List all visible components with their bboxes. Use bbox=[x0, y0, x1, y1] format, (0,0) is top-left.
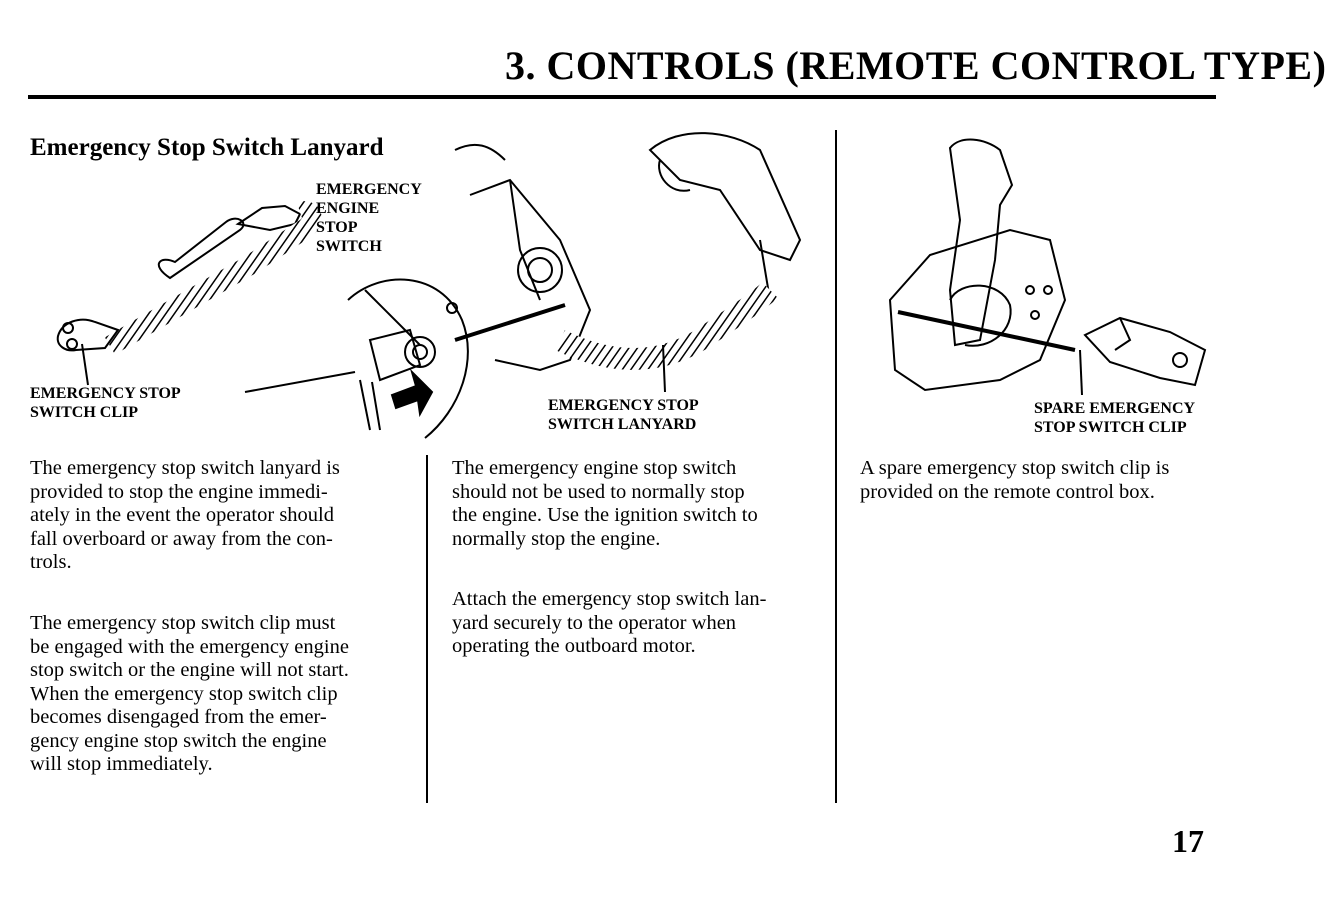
text-line: will stop immediately. bbox=[30, 753, 213, 775]
left-paragraph-1: The emergency stop switch lanyard is pro… bbox=[30, 457, 340, 575]
text-line: The emergency stop switch clip must bbox=[30, 612, 336, 634]
section-heading: Emergency Stop Switch Lanyard bbox=[30, 134, 384, 161]
text-line: the engine. Use the ignition switch to bbox=[452, 504, 758, 526]
text-line: fall overboard or away from the con- bbox=[30, 527, 333, 550]
callout-line: EMERGENCY STOP bbox=[548, 397, 699, 414]
text-line: operating the outboard motor. bbox=[452, 635, 696, 657]
engine-hand-illustration bbox=[446, 132, 802, 372]
text-line: The emergency engine stop switch bbox=[452, 457, 737, 479]
stop-switch-detail-illustration bbox=[347, 278, 469, 439]
callout-line: EMERGENCY bbox=[316, 181, 422, 198]
callout-leader-lines bbox=[81, 289, 1083, 396]
callout-stop-switch-clip: EMERGENCY STOP SWITCH CLIP bbox=[30, 384, 181, 422]
header-rule bbox=[28, 95, 1216, 99]
callout-stop-switch-lanyard: EMERGENCY STOP SWITCH LANYARD bbox=[548, 396, 699, 434]
callout-line: ENGINE bbox=[316, 200, 380, 217]
middle-paragraph-1: The emergency engine stop switch should … bbox=[452, 457, 758, 551]
text-line: be engaged with the emergency engine bbox=[30, 635, 349, 658]
middle-paragraph-2: Attach the emergency stop switch lan- ya… bbox=[452, 588, 766, 659]
text-line: trols. bbox=[30, 551, 72, 573]
text-line: should not be used to normally stop bbox=[452, 480, 745, 503]
callout-line: SPARE EMERGENCY bbox=[1034, 400, 1196, 417]
text-line: The emergency stop switch lanyard is bbox=[30, 457, 340, 479]
text-line: provided to stop the engine immedi- bbox=[30, 480, 328, 503]
text-line: provided on the remote control box. bbox=[860, 480, 1155, 503]
text-line: yard securely to the operator when bbox=[452, 611, 737, 634]
column-divider-left bbox=[426, 455, 428, 803]
text-line: When the emergency stop switch clip bbox=[30, 682, 338, 705]
text-line: normally stop the engine. bbox=[452, 527, 661, 550]
text-line: becomes disengaged from the emer- bbox=[30, 706, 327, 728]
callout-line: SWITCH CLIP bbox=[30, 404, 139, 421]
text-line: A spare emergency stop switch clip is bbox=[860, 457, 1170, 479]
text-line: stop switch or the engine will not start… bbox=[30, 659, 349, 681]
callout-line: SWITCH bbox=[316, 238, 382, 255]
page-number: 17 bbox=[1172, 823, 1204, 859]
remote-control-box-illustration bbox=[888, 138, 1207, 392]
illustrations bbox=[56, 132, 1207, 439]
callout-line: EMERGENCY STOP bbox=[30, 385, 181, 402]
text-line: Attach the emergency stop switch lan- bbox=[452, 588, 767, 610]
column-divider-right bbox=[835, 130, 837, 803]
text-line: ately in the event the operator should bbox=[30, 504, 334, 526]
callout-spare-clip: SPARE EMERGENCY STOP SWITCH CLIP bbox=[1034, 399, 1195, 437]
callout-line: SWITCH LANYARD bbox=[548, 416, 697, 433]
callout-line: STOP SWITCH CLIP bbox=[1034, 419, 1187, 436]
text-line: gency engine stop switch the engine bbox=[30, 729, 327, 752]
left-paragraph-2: The emergency stop switch clip must be e… bbox=[30, 612, 349, 777]
right-paragraph-1: A spare emergency stop switch clip is pr… bbox=[860, 457, 1169, 504]
coiled-lanyard-illustration bbox=[56, 201, 322, 355]
page-title: 3. CONTROLS (REMOTE CONTROL TYPE) bbox=[505, 43, 1326, 88]
callout-engine-stop-switch: EMERGENCY ENGINE STOP SWITCH bbox=[316, 180, 422, 256]
callout-line: STOP bbox=[316, 219, 358, 236]
